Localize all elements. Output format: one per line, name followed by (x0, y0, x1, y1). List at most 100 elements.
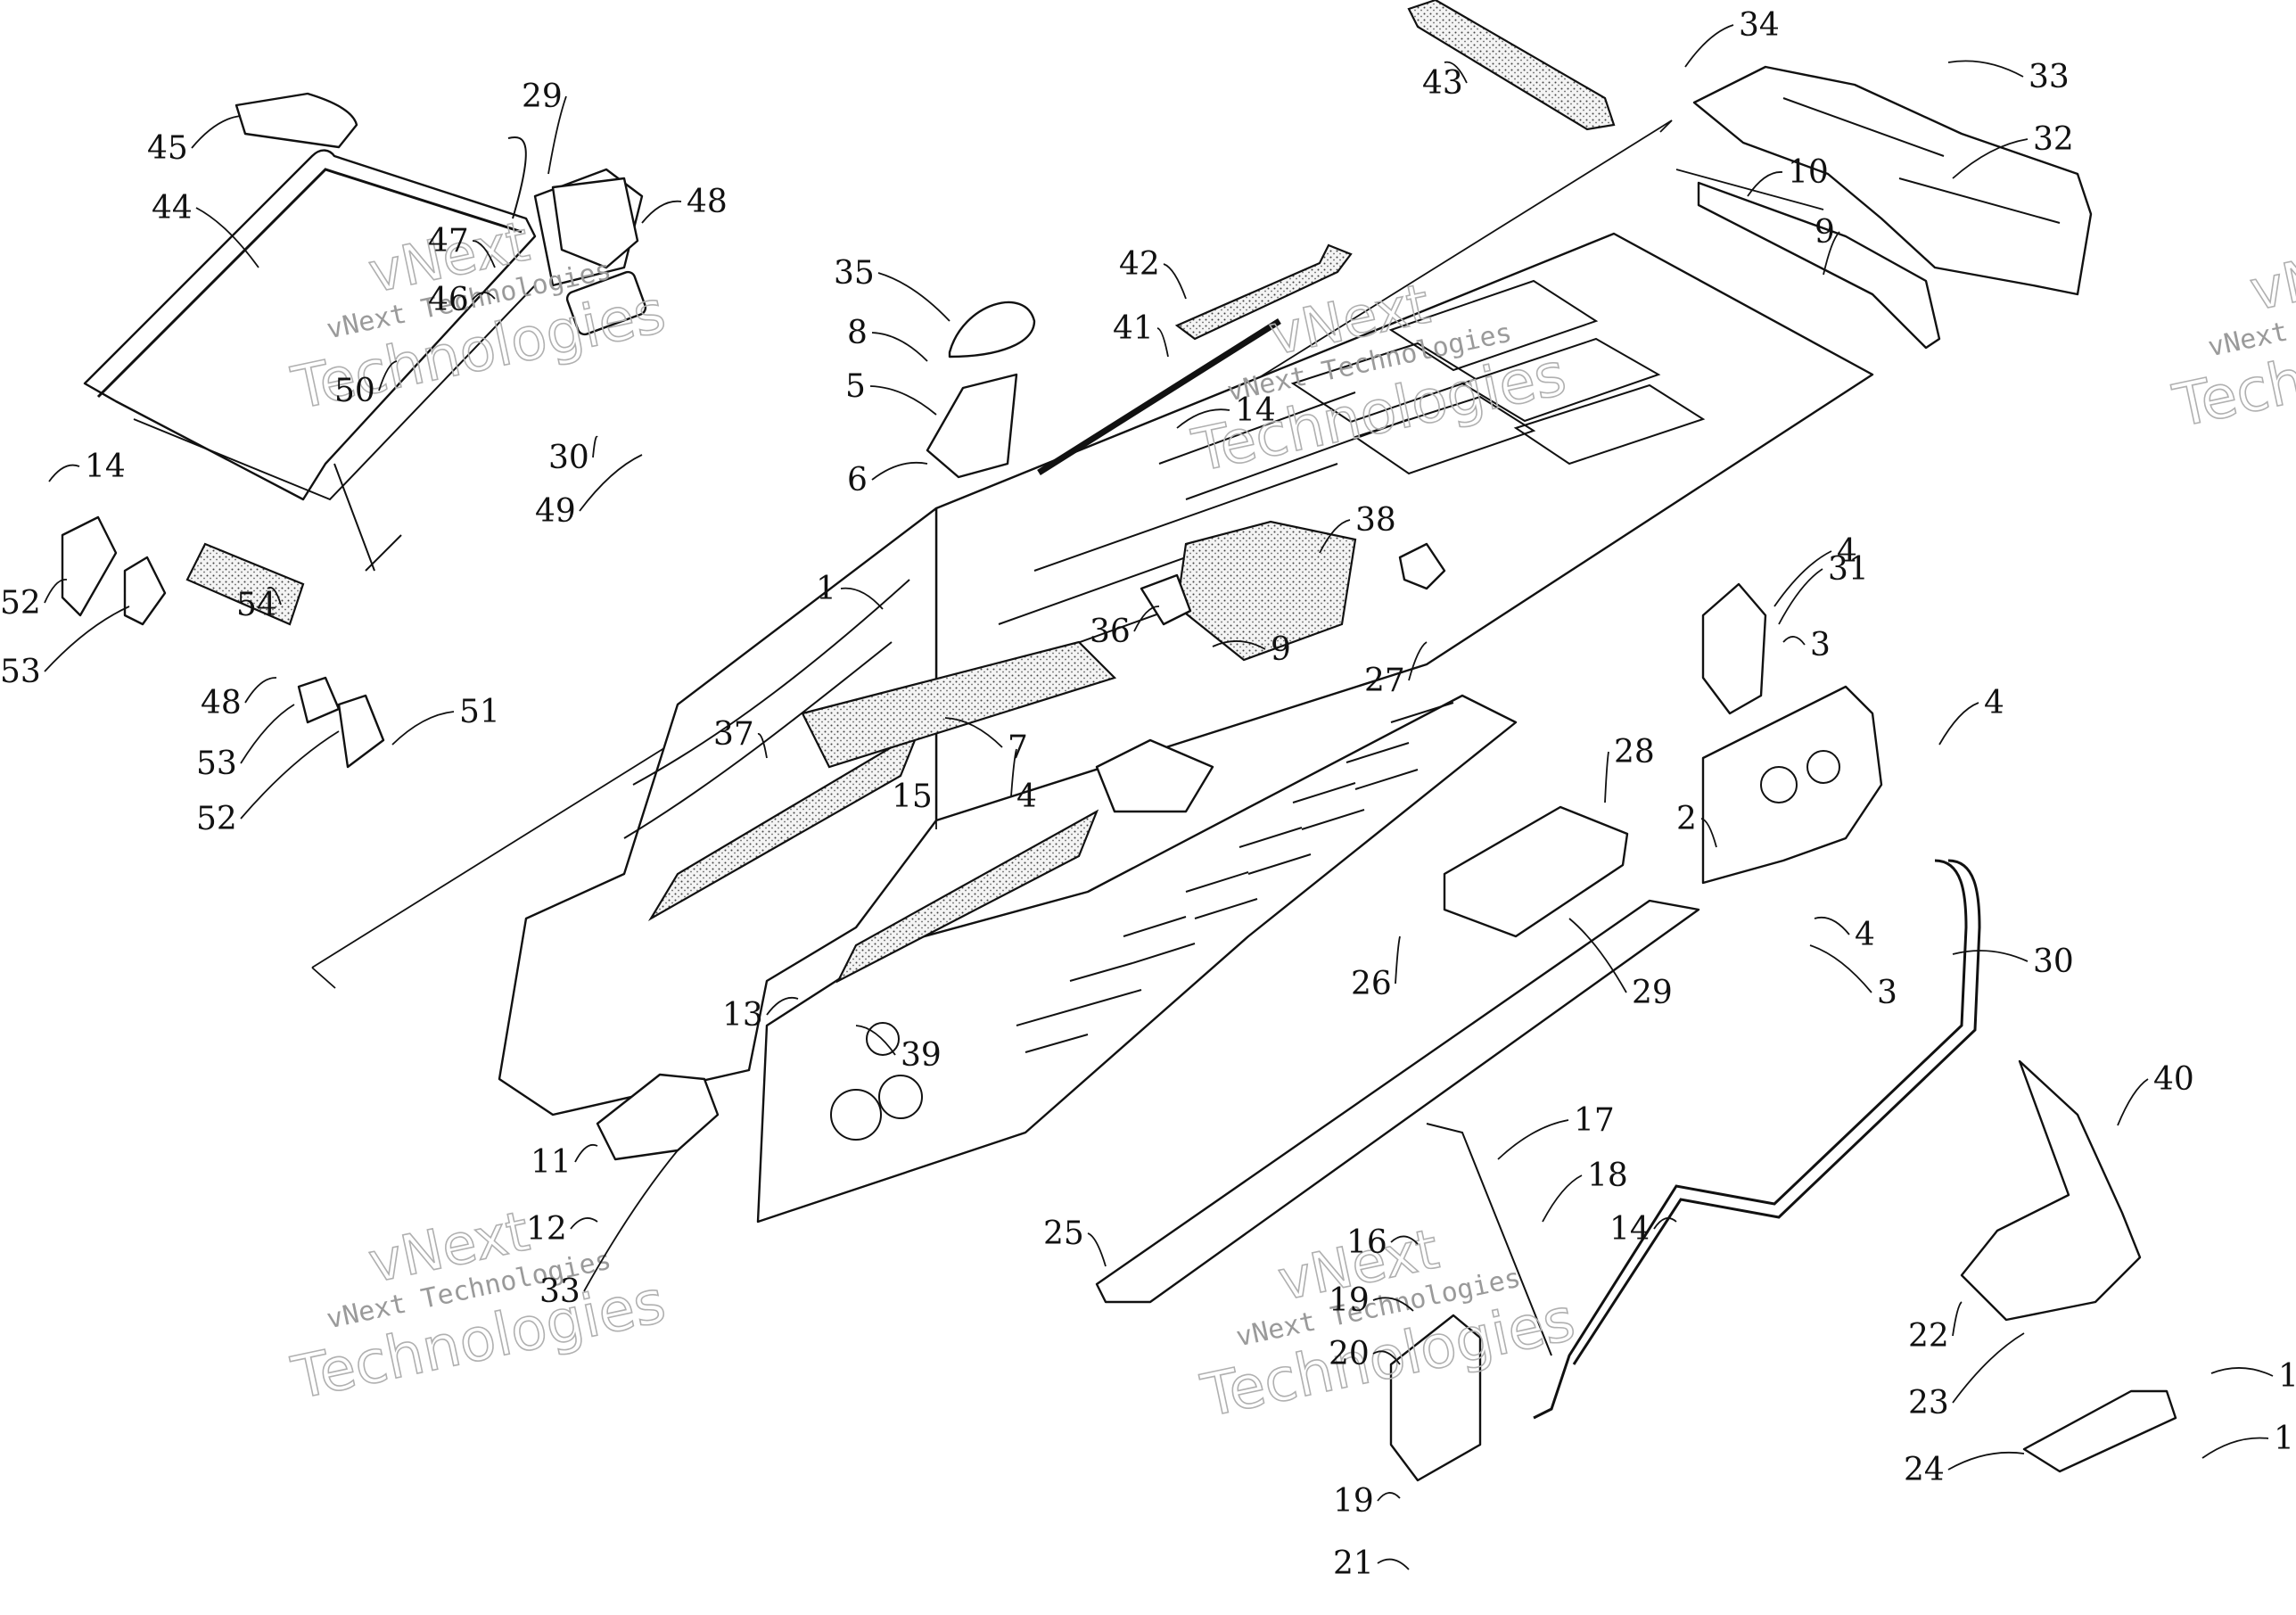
leader-line (1947, 60, 2024, 78)
callout-19: 19 (1329, 1282, 1370, 1319)
callout-16: 16 (1346, 1224, 1387, 1261)
leader-line (1604, 751, 1609, 803)
leader-line (472, 292, 496, 301)
callout-24: 24 (1904, 1452, 1945, 1488)
callout-32: 32 (2033, 121, 2074, 158)
leader-line (267, 586, 282, 606)
callout-2: 2 (1676, 801, 1697, 837)
callout-23: 23 (1908, 1385, 1949, 1421)
leader-line (44, 579, 68, 604)
callout-51: 51 (459, 694, 500, 730)
callout-48: 48 (201, 685, 242, 721)
watermark-brand: vNext (2244, 227, 2296, 324)
leader-line (1010, 748, 1017, 797)
leader-line (1947, 1451, 2025, 1471)
leader-line (391, 711, 455, 746)
callout-3: 3 (1810, 627, 1831, 663)
leader-line (1156, 327, 1169, 358)
leader-line (1938, 702, 1979, 746)
callout-20: 20 (1329, 1336, 1370, 1372)
part-43-foam-strip (1407, 0, 1616, 131)
leader-line (547, 95, 567, 175)
leader-line (579, 454, 643, 512)
callout-12: 12 (526, 1211, 567, 1248)
callout-10: 10 (1788, 154, 1829, 191)
part-24-step (2022, 1389, 2177, 1473)
callout-46: 46 (428, 282, 469, 318)
leader-line (574, 1143, 598, 1163)
callout-14: 14 (1235, 392, 1276, 429)
leader-line (1377, 1492, 1401, 1502)
callout-30: 30 (548, 440, 589, 476)
leader-line (1952, 138, 2029, 179)
leader-line (766, 996, 799, 1016)
leader-line (240, 704, 295, 764)
callout-37: 37 (713, 716, 754, 753)
leader-line (570, 1217, 598, 1230)
part-35-cover (948, 301, 1036, 358)
part-28-cover (1443, 805, 1629, 938)
callout-8: 8 (847, 315, 868, 351)
leader-line (1133, 606, 1160, 632)
leader-line (2117, 1078, 2149, 1126)
callout-5: 5 (845, 368, 866, 405)
leader-line (1444, 61, 1468, 84)
callout-53: 53 (0, 654, 41, 690)
callout-28: 28 (1614, 734, 1655, 770)
callout-14: 14 (85, 449, 126, 485)
callout-14: 14 (1609, 1211, 1650, 1248)
callout-25: 25 (1043, 1215, 1084, 1252)
callout-45: 45 (147, 130, 188, 167)
callout-11: 11 (531, 1144, 572, 1181)
leader-line (1408, 641, 1428, 681)
leader-line (2210, 1367, 2274, 1377)
leader-line (1747, 171, 1783, 197)
callout-33: 33 (539, 1273, 580, 1310)
leader-line (1390, 1235, 1419, 1245)
leader-line (1377, 1558, 1410, 1570)
callout-1: 1 (816, 571, 836, 607)
part-22-plate (1960, 1059, 2142, 1322)
leader-line (583, 1149, 679, 1292)
part-11-housing (596, 1073, 720, 1161)
leader-line (1773, 550, 1832, 607)
part-6-bracket (926, 373, 1018, 479)
callout-4: 4 (1837, 533, 1857, 570)
leader-line (240, 730, 340, 820)
rear-brackets (1675, 169, 1941, 350)
leader-line (1568, 918, 1627, 993)
leader-line (592, 435, 598, 458)
leader-line (1700, 818, 1717, 848)
part-41-rod (1037, 318, 1281, 475)
callout-36: 36 (1090, 614, 1131, 650)
part-27-bracket (1398, 542, 1446, 590)
right-side-plates (1701, 582, 1883, 885)
chassis-tunnel (311, 119, 1874, 1224)
callout-42: 42 (1119, 246, 1160, 283)
leader-line (871, 461, 928, 481)
part-20-guard (1389, 1314, 1482, 1482)
leader-line (1653, 1217, 1677, 1230)
leader-line (1212, 640, 1266, 650)
running-board-vents (1016, 702, 1454, 1053)
leader-line (1497, 1119, 1569, 1160)
callout-3: 3 (1877, 975, 1897, 1011)
leader-line (641, 200, 682, 224)
leader-line (855, 1025, 896, 1056)
leader-line (244, 677, 277, 704)
callout-31: 31 (1828, 551, 1869, 588)
callout-53: 53 (196, 746, 237, 782)
tube-brace (1426, 859, 1981, 1420)
callout-9: 9 (1271, 631, 1291, 668)
callout-labels: 1233444456789910111212131414141516171819… (0, 7, 2296, 1582)
callout-9: 9 (1815, 214, 1835, 251)
callout-48: 48 (687, 184, 728, 220)
callout-33: 33 (2029, 59, 2070, 95)
callout-47: 47 (428, 223, 469, 260)
leader-line (1372, 1350, 1401, 1365)
leader-line (48, 464, 80, 482)
callout-34: 34 (1739, 7, 1780, 44)
